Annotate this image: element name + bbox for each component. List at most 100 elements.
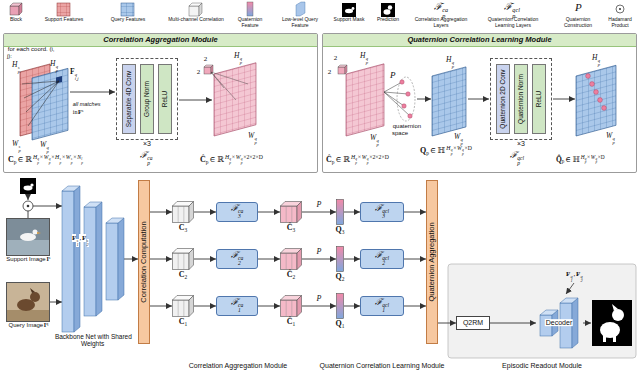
network-caption: Backbone Net with Shared Weights — [54, 333, 132, 347]
math-symbol: 2 — [333, 54, 338, 62]
hadamard-operator-part — [23, 201, 33, 211]
support-mask-part — [30, 183, 33, 186]
index-stack: qp — [229, 158, 231, 165]
module-title: Correlation Aggregation Module — [102, 35, 218, 44]
math-symbol: ×2×2×D — [368, 154, 389, 160]
math-symbol: C — [8, 155, 14, 164]
module-name: Decoder — [545, 319, 573, 326]
math-symbol: 2 — [327, 68, 332, 76]
text-holder: Decoder — [545, 319, 573, 327]
layer-name: Group Norm — [143, 80, 150, 117]
tensor-label: 2 — [293, 274, 296, 280]
support-photo-part — [6, 218, 50, 256]
layer-block: ℱqcl3 — [360, 202, 404, 222]
math-symbol: H — [12, 60, 17, 69]
layer-bar: Quaternion Norm — [514, 64, 528, 134]
legend-item: Correlation Aggregation Layers — [410, 17, 472, 29]
legend-text: Multi-channel Correlation — [168, 16, 224, 22]
layer-symbol: ℱ — [231, 203, 238, 213]
math-symbol: p — [451, 153, 453, 156]
annotation-text: all matches — [72, 101, 101, 107]
layer-name: Separable 4D Conv — [125, 70, 132, 128]
index-stack: qp — [367, 158, 369, 165]
correlation-tensor: C3 — [172, 201, 194, 223]
correlation-icon-part — [189, 6, 199, 16]
legend-item: Query Features — [106, 17, 150, 23]
correlation-aggregation-figure-part — [22, 81, 59, 126]
quaternion-feature-icon — [247, 2, 253, 16]
math-symbol: Hqp — [446, 56, 454, 69]
prediction-mask-part — [592, 300, 632, 346]
math-symbol: × — [61, 154, 66, 160]
text-holder: ℱca3 — [231, 204, 244, 220]
cube-shape-part — [173, 206, 190, 223]
prediction-icon-part — [384, 9, 391, 15]
flow-arrow — [302, 259, 336, 260]
quaternion-learning-figure-part — [384, 82, 410, 116]
superscript-run: Hqp×Wqp×D — [446, 146, 472, 156]
text-holder: Quaternion Norm — [518, 73, 525, 124]
edge-label: P — [316, 201, 323, 209]
text-holder: C3 — [179, 224, 188, 234]
math-symbol: H — [360, 51, 365, 60]
index-stack: sp — [59, 158, 61, 165]
cube-shape-part — [173, 300, 190, 317]
backbone-shape-part — [84, 207, 96, 316]
flow-arrow — [50, 302, 62, 303]
index-stack: ca3 — [238, 209, 243, 220]
quaternion-feature: Q1 — [336, 293, 344, 319]
text-holder: Quaternion Aggregation — [428, 221, 436, 302]
flow-arrow — [124, 259, 138, 260]
math-symbol: H — [55, 154, 59, 160]
cube-shape-part — [178, 206, 179, 223]
layer-name: ReLU — [535, 90, 542, 108]
layer-bar: Separable 4D Conv — [122, 64, 136, 134]
correlation-aggregation-figure-part — [32, 68, 68, 140]
math-symbol: p — [585, 161, 587, 164]
legend-text: Quaternion Feature — [238, 16, 263, 28]
quaternion-learning-figure — [338, 64, 616, 136]
flow-arrow — [194, 212, 216, 213]
module-title: Quaternion Correlation Learning Module — [407, 35, 553, 44]
math-symbol: Fqi,j — [70, 68, 79, 81]
text-holder: C2 — [179, 271, 188, 281]
query-feature-icon — [121, 3, 134, 16]
quaternion-learning-figure-part — [598, 98, 603, 103]
layer-symbol: ℱ — [375, 297, 382, 307]
feature-label: Q — [336, 272, 342, 281]
math-symbol: H — [446, 55, 451, 64]
text-holder: ℱqcl2 — [375, 251, 389, 267]
legend-item: Quaternion Feature — [230, 17, 270, 29]
legend-text: Hadamard Product — [608, 16, 631, 28]
text-holder: Group Norm — [144, 80, 151, 117]
quaternion-learning-figure-part — [397, 77, 415, 121]
index-stack: q1 — [570, 275, 572, 283]
text-holder: Query ImageIq — [8, 322, 49, 329]
math-symbol: Hqp — [360, 52, 368, 65]
layer-symbol: ℱ — [375, 203, 382, 213]
legend-text: Support Features — [45, 16, 84, 22]
math-symbol: H — [592, 53, 597, 62]
math-symbol: Q̂ — [556, 155, 562, 164]
math-symbol: p — [147, 161, 152, 166]
math-symbol: Q — [420, 146, 426, 155]
correlation-tensor: C1 — [172, 295, 194, 317]
cube-shape-part — [173, 253, 190, 270]
layer-bar: Quaternion Aggregation — [426, 180, 438, 344]
legend-item: Multi-channel Correlation — [166, 17, 226, 23]
math-symbol: p — [426, 150, 429, 156]
text-holder: ℱca2 — [231, 251, 244, 267]
layer-name: Quaternion Aggregation — [427, 221, 436, 302]
query-photo — [6, 282, 50, 322]
math-symbol: W — [248, 131, 254, 140]
block-icon-part — [19, 3, 22, 15]
prediction-mask — [592, 300, 632, 346]
layer-symbol: 2 — [238, 261, 243, 266]
quaternion-learning-figure-part — [400, 80, 404, 84]
quaternion-learning-figure-part — [384, 92, 410, 116]
flow-arrow — [404, 306, 426, 307]
index-stack: qp — [49, 158, 51, 165]
image-caption: I — [44, 322, 46, 328]
math-symbol: ×D — [464, 145, 473, 151]
